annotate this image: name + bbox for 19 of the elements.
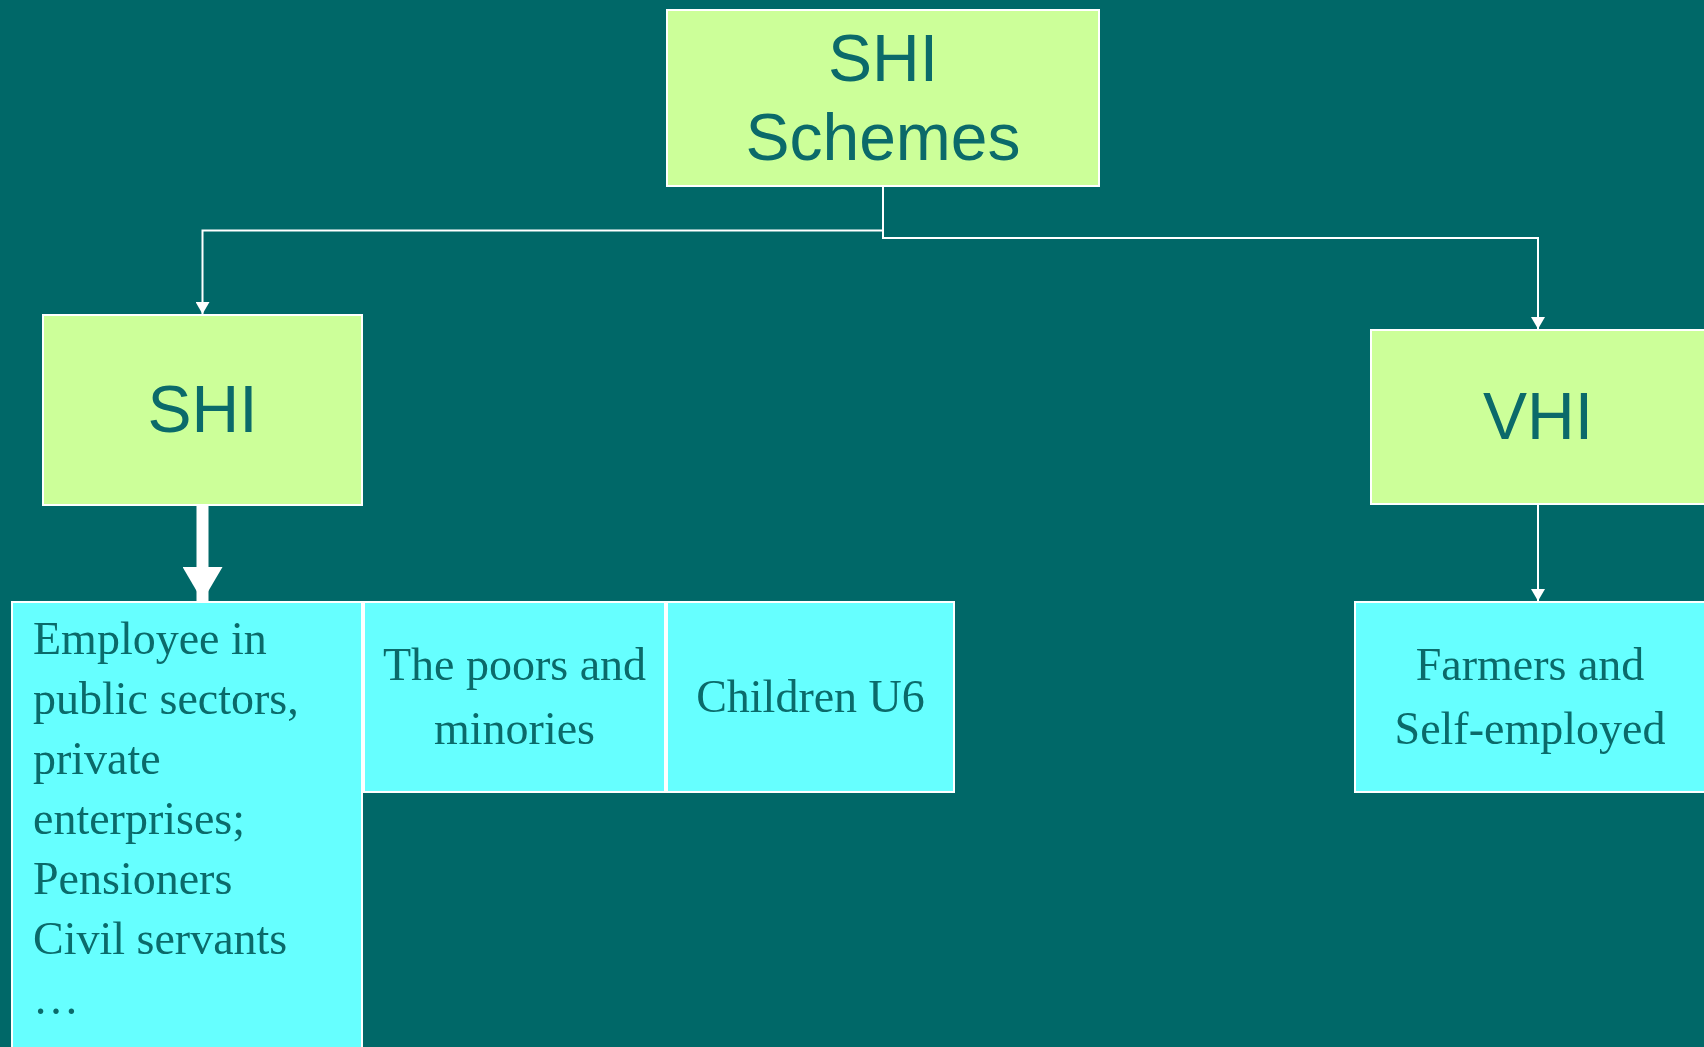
group-box [666,601,955,793]
box-label: Employee in public sectors, private enterprises; [33,612,300,846]
box-label: Farmers and Self-employed [1393,638,1667,756]
category-box [1370,329,1704,505]
box-label: Civil servants [33,912,288,966]
arrow [182,506,223,601]
box-label: VHI [1483,378,1593,456]
box-label: SHI Schemes [744,19,1022,176]
group-box [1354,601,1704,793]
group-box [11,601,363,1047]
box-label: SHI [147,371,258,449]
category-box [666,9,1100,187]
box-label: Children U6 [696,670,925,724]
box-label: Pensioners [33,852,233,906]
box-label: … [33,972,79,1026]
group-box [363,601,666,793]
arrow [1531,504,1545,602]
box-label: The poors and minories [382,638,647,756]
category-box [42,314,363,506]
